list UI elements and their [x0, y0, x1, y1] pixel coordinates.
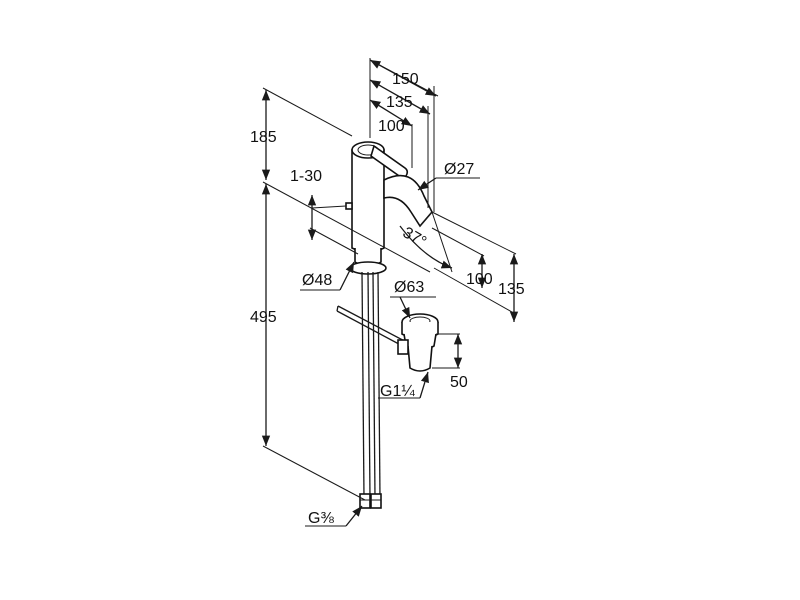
dim-label-135-top: 135: [386, 94, 413, 111]
dim-label-150: 150: [392, 71, 419, 88]
spout-angle-label: 37°: [400, 224, 429, 251]
supply-hoses: [359, 271, 382, 509]
dim-label-adjust: 1-30: [290, 168, 322, 185]
dim-label-135-right: 135: [498, 281, 525, 298]
spout-diameter-label: Ø27: [444, 161, 474, 178]
waste-diameter-label: Ø63: [394, 279, 424, 296]
supply-thread-label: G⅜: [308, 510, 334, 527]
waste-length-label: 50: [450, 374, 468, 391]
dim-label-100-top: 100: [378, 118, 405, 135]
faucet-body: [345, 141, 433, 275]
leader-lines: [300, 177, 480, 527]
waste-thread-label: G1¼: [380, 383, 415, 400]
dim-label-100-right: 100: [466, 271, 493, 288]
waste-valve: [397, 313, 439, 372]
base-diameter-label: Ø48: [302, 272, 332, 289]
dim-label-495: 495: [250, 309, 277, 326]
dim-label-185: 185: [250, 129, 277, 146]
dimension-lines: [261, 59, 519, 446]
